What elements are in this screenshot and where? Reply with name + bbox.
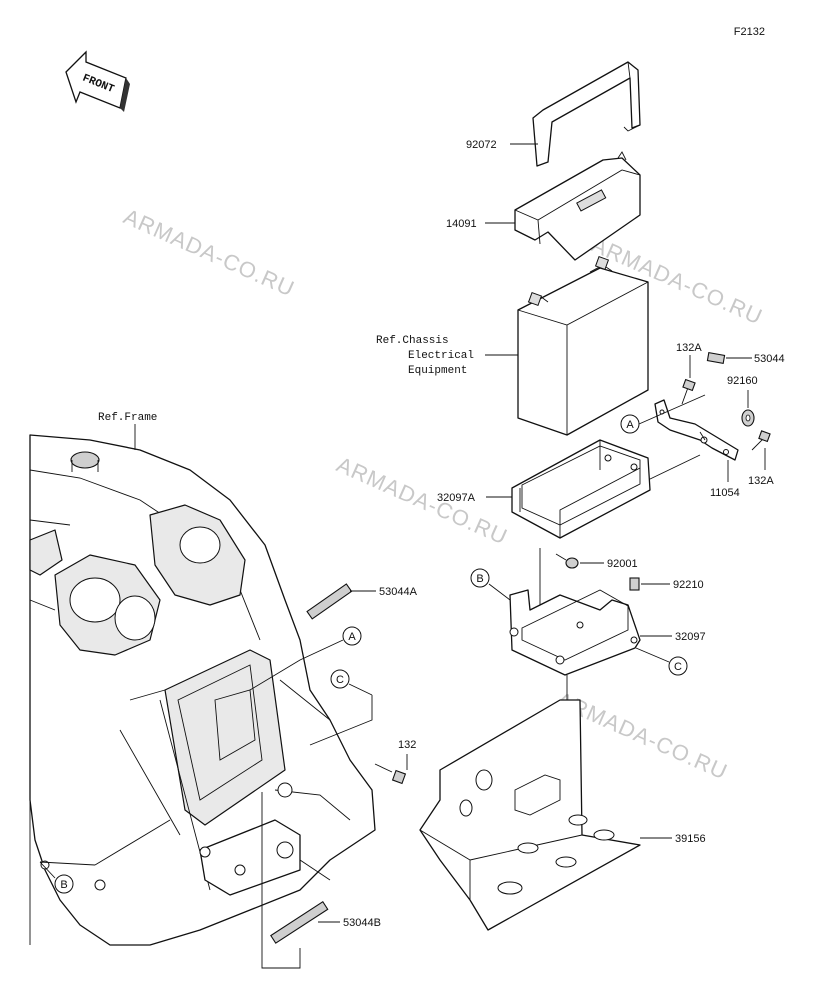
callout-92072: 92072 xyxy=(466,139,497,151)
plate-39156 xyxy=(419,699,641,931)
callout-132: 132 xyxy=(398,739,416,751)
damper-53044b xyxy=(270,901,329,944)
ref-a-lower xyxy=(342,626,362,646)
callout-53044a: 53044A xyxy=(379,586,418,598)
callout-11054: 11054 xyxy=(710,487,740,499)
ref-c-right xyxy=(668,656,688,676)
battery-strap xyxy=(532,61,641,167)
callout-14091: 14091 xyxy=(446,218,477,230)
bolt-92001 xyxy=(555,553,579,569)
callout-132a-right: 132A xyxy=(748,475,774,487)
battery-case-32097a xyxy=(511,439,651,539)
bracket-11054 xyxy=(654,399,739,461)
leader-line xyxy=(638,394,706,481)
callout-92160: 92160 xyxy=(727,375,758,387)
damper-53044 xyxy=(706,352,726,364)
callout-53044: 53044 xyxy=(754,353,785,365)
ref-c-lower xyxy=(330,669,350,689)
nut-92210 xyxy=(629,577,640,591)
damper-53044a xyxy=(306,583,353,620)
ref-c-lower-label: C xyxy=(336,674,344,686)
leader-line xyxy=(488,548,541,608)
battery xyxy=(517,255,649,436)
ref-b-lower-label: B xyxy=(60,879,67,891)
battery-case-32097 xyxy=(509,589,641,676)
battery-ref-line1: Ref.Chassis xyxy=(376,335,449,347)
battery-ref-line2: Electrical xyxy=(408,350,474,362)
leader-line xyxy=(39,819,171,879)
watermark: ARMADA-CO.RU xyxy=(333,452,512,550)
battery-cover xyxy=(514,151,641,261)
bolt-132 xyxy=(374,763,407,785)
ref-c-right-label: C xyxy=(674,661,682,673)
callout-39156: 39156 xyxy=(675,833,706,845)
ref-a-upper-label: A xyxy=(626,419,634,431)
ref-b-middle-label: B xyxy=(476,573,483,585)
motorcycle-frame xyxy=(29,434,376,946)
watermark: ARMADA-CO.RU xyxy=(120,204,299,302)
bolt-132a-top xyxy=(681,378,696,405)
ref-a-lower-label: A xyxy=(348,631,356,643)
callout-132a-top: 132A xyxy=(676,342,702,354)
bolt-132a-right xyxy=(751,430,771,451)
leader-line xyxy=(635,647,670,663)
frame-ref: Ref.Frame xyxy=(98,412,157,424)
ref-b-middle xyxy=(470,568,490,588)
callout-53044b: 53044B xyxy=(343,917,381,929)
leader-line xyxy=(249,639,344,691)
leader-line xyxy=(261,792,301,969)
callout-32097: 32097 xyxy=(675,631,706,643)
front-arrow-icon: FRONT xyxy=(65,50,130,112)
callout-32097a: 32097A xyxy=(437,492,476,504)
ref-b-lower xyxy=(54,874,74,894)
callout-92001: 92001 xyxy=(607,558,638,570)
leader-line xyxy=(309,683,373,746)
diagram-code: F2132 xyxy=(734,26,765,38)
battery-ref-line3: Equipment xyxy=(408,365,467,377)
callout-92210: 92210 xyxy=(673,579,704,591)
